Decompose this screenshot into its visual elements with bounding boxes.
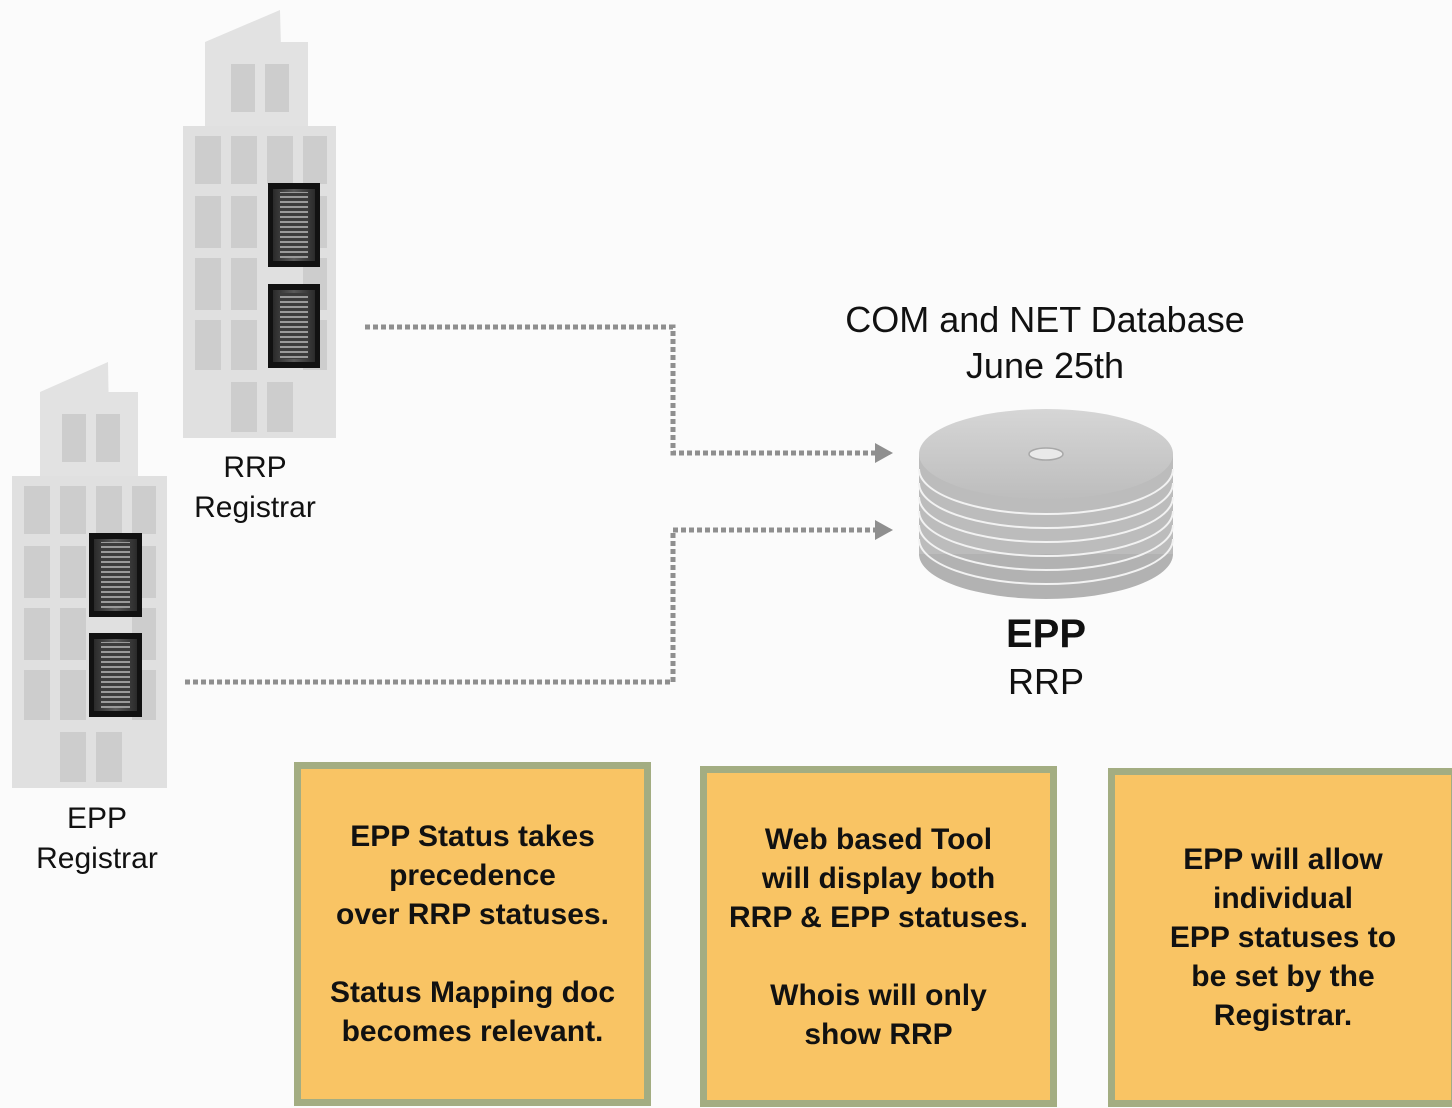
database-title-line2: June 25th — [965, 345, 1125, 386]
epp-registrar-label-line2: Registrar — [36, 842, 158, 875]
server-icon — [268, 183, 320, 267]
epp-registrar-label: EPP Registrar — [0, 799, 197, 879]
note-text: Web based Tool will display both RRP & E… — [728, 822, 1029, 1051]
note-box: EPP will allow individual EPP statuses t… — [1108, 768, 1452, 1107]
database-secondary-protocol: RRP — [1007, 661, 1084, 702]
arrow-icon — [875, 443, 893, 463]
arrow-icon — [875, 520, 893, 540]
rrp-registrar-label: RRP Registrar — [155, 448, 355, 528]
rrp-registrar-label-line2: Registrar — [194, 491, 316, 524]
epp-registrar-label-line1: EPP — [66, 802, 128, 835]
epp-connector — [185, 527, 875, 685]
server-icon — [89, 533, 142, 617]
database-disk-icon — [918, 409, 1174, 599]
rrp-registrar-label-line1: RRP — [223, 451, 287, 484]
note-box: Web based Tool will display both RRP & E… — [700, 766, 1057, 1107]
note-text: EPP Status takes precedence over RRP sta… — [330, 820, 615, 1048]
note-text: EPP will allow individual EPP statuses t… — [1169, 843, 1397, 1032]
server-icon — [268, 284, 320, 368]
server-icon — [89, 633, 142, 717]
note-box: EPP Status takes precedence over RRP sta… — [294, 762, 651, 1106]
rrp-connector — [365, 324, 875, 456]
database-title-line1: COM and NET Database — [845, 299, 1245, 340]
epp-building-icon — [12, 362, 167, 788]
database-primary-protocol: EPP — [1005, 612, 1087, 656]
rrp-building-icon — [183, 10, 336, 438]
database-title: COM and NET Database June 25th — [765, 297, 1325, 389]
